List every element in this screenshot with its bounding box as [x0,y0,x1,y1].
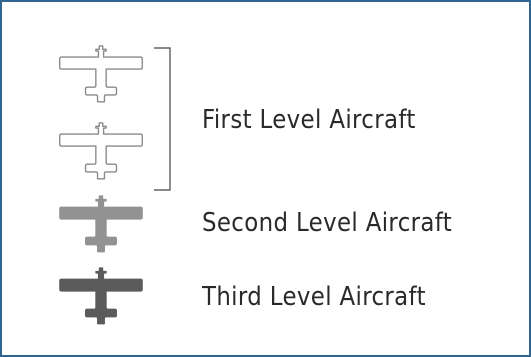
first-level-label: First Level Aircraft [202,105,416,135]
aircraft-shape [59,45,143,103]
second-level-aircraft-icon [59,195,143,253]
aircraft-shape [59,122,143,180]
third-level-aircraft-icon [59,267,143,325]
third-level-label: Third Level Aircraft [202,282,426,312]
second-level-label: Second Level Aircraft [202,208,453,238]
aircraft-shape [59,195,143,253]
group-bracket [154,47,171,191]
first-level-aircraft-icon-1 [59,45,143,103]
first-level-aircraft-icon-2 [59,122,143,180]
aircraft-shape [59,267,143,325]
